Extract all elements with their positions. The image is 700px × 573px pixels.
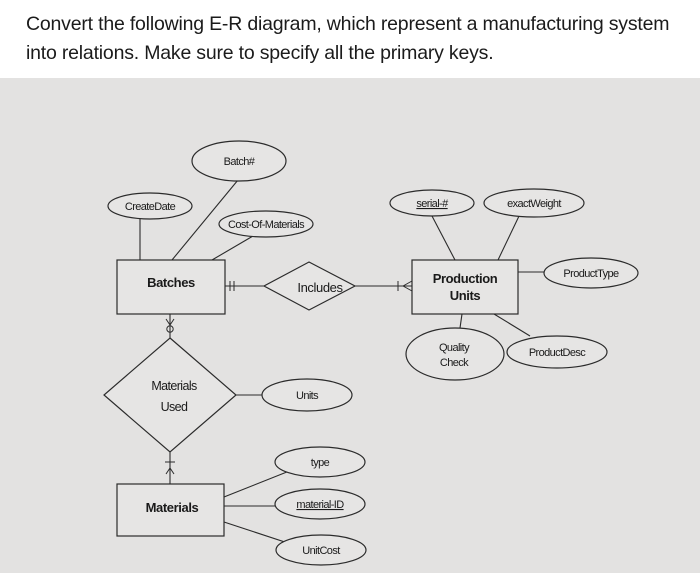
attr-units [261,378,353,412]
label-production-units-1: Production [433,271,498,286]
label-material-id: material-ID [296,499,344,511]
label-materials-used-2: Used [161,400,188,414]
mark-crowsfoot-materials-right [169,467,175,475]
entity-production-units [411,259,519,315]
mark-crowsfoot-productionunits-bottom [402,285,413,292]
attr-serial-no [389,189,475,217]
attr-type [274,446,366,478]
attr-product-desc [506,335,608,369]
attr-cost-of-materials [218,210,314,238]
relationship-includes [262,261,357,311]
label-batches: Batches [147,275,195,290]
cardinality-marks [165,280,413,475]
label-serial-no: serial-# [416,198,449,210]
mark-zero-batches [166,325,174,333]
label-batch-no: Batch# [224,156,256,168]
attr-batch-no [191,140,287,182]
mark-crowsfoot-batches-left [165,318,171,326]
label-create-date: CreateDate [125,201,176,213]
label-cost-of-materials: Cost-Of-Materials [228,219,305,231]
attr-product-type [543,257,639,289]
line-exactweight-productionunits [497,213,521,261]
line-qualitycheck-productionunits [459,313,463,329]
mark-crowsfoot-productionunits-top [402,280,413,287]
label-product-desc: ProductDesc [529,347,586,359]
line-costofmaterials-batches [211,235,254,261]
label-type: type [311,457,330,469]
label-includes: Includes [297,280,343,295]
attribute-shapes [107,140,639,566]
line-serial-productionunits [431,215,456,261]
question-line-1: Convert the following E-R diagram, which… [26,13,670,35]
label-units: Units [296,390,319,402]
label-quality-check-1: Quality [439,342,470,354]
label-materials-used-1: Materials [151,379,197,393]
entity-batches [116,259,226,315]
label-unit-cost: UnitCost [302,545,340,557]
question-text: Convert the following E-R diagram, which… [26,10,690,68]
attr-unit-cost [275,534,367,566]
mark-crowsfoot-materials-left [165,467,171,475]
attr-create-date [107,192,193,220]
label-materials: Materials [146,500,199,515]
label-product-type: ProductType [563,268,619,280]
line-batchno-batches [171,179,239,261]
attr-quality-check [405,327,505,381]
line-productdesc-productionunits [493,313,531,337]
label-quality-check-2: Check [440,357,469,369]
entity-shapes [116,259,519,537]
attr-exact-weight [483,188,585,218]
entity-materials [116,483,225,537]
relationship-materials-used [103,337,237,453]
label-production-units-2: Units [450,288,481,303]
question-line-2: into relations. Make sure to specify all… [26,42,494,64]
attr-material-id [274,488,366,520]
relationship-shapes [103,261,357,453]
label-exact-weight: exactWeight [507,198,561,210]
mark-crowsfoot-batches-right [169,318,175,326]
